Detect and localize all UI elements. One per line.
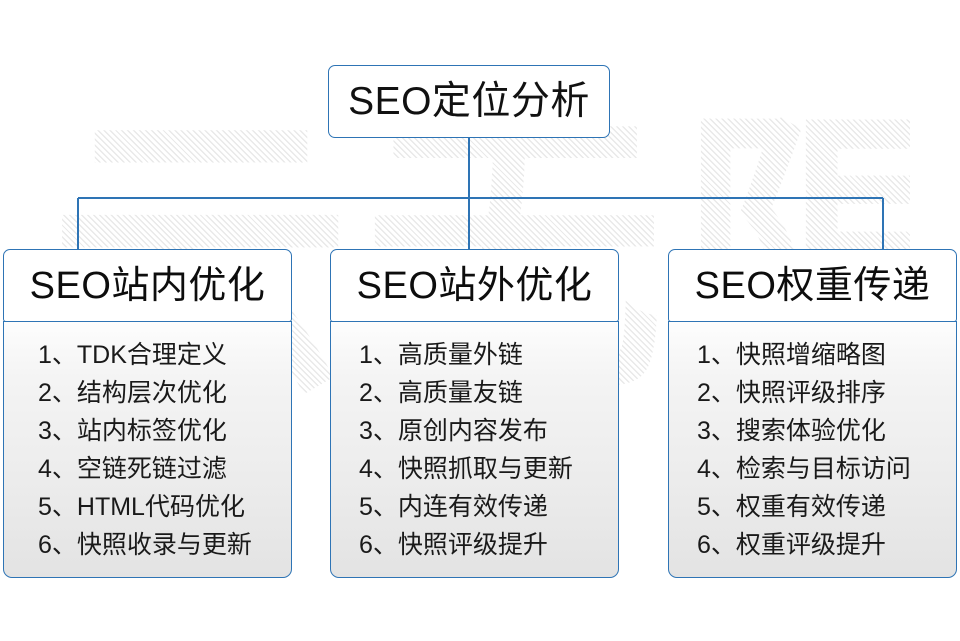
branch-header-3-title: SEO权重传递 [694, 264, 931, 307]
root-node[interactable]: SEO定位分析 [328, 65, 610, 138]
root-node-title: SEO定位分析 [348, 80, 590, 123]
branch-column-1: SEO站内优化 1、TDK合理定义 2、结构层次优化 3、站内标签优化 4、空链… [3, 249, 292, 578]
list-item: 5、权重有效传递 [697, 493, 886, 521]
list-item: 1、高质量外链 [359, 341, 523, 369]
list-item: 5、内连有效传递 [359, 493, 548, 521]
list-item: 6、权重评级提升 [697, 531, 886, 559]
list-item: 6、快照评级提升 [359, 531, 548, 559]
branch-header-1-title: SEO站内优化 [29, 264, 266, 307]
branch-header-2[interactable]: SEO站外优化 [330, 249, 619, 322]
list-item: 3、站内标签优化 [38, 417, 227, 445]
list-item: 4、快照抓取与更新 [359, 455, 573, 483]
list-item: 4、空链死链过滤 [38, 455, 227, 483]
list-item: 2、快照评级排序 [697, 379, 886, 407]
list-item: 1、快照增缩略图 [697, 341, 886, 369]
list-item: 6、快照收录与更新 [38, 531, 252, 559]
branch-header-1[interactable]: SEO站内优化 [3, 249, 292, 322]
list-item: 3、原创内容发布 [359, 417, 548, 445]
branch-header-2-title: SEO站外优化 [356, 264, 593, 307]
branch-body-2: 1、高质量外链 2、高质量友链 3、原创内容发布 4、快照抓取与更新 5、内连有… [330, 321, 619, 578]
list-item: 1、TDK合理定义 [38, 341, 227, 369]
list-item: 2、高质量友链 [359, 379, 523, 407]
branch-column-2: SEO站外优化 1、高质量外链 2、高质量友链 3、原创内容发布 4、快照抓取与… [330, 249, 619, 578]
branch-body-3: 1、快照增缩略图 2、快照评级排序 3、搜索体验优化 4、检索与目标访问 5、权… [668, 321, 957, 578]
branch-column-3: SEO权重传递 1、快照增缩略图 2、快照评级排序 3、搜索体验优化 4、检索与… [668, 249, 957, 578]
list-item: 2、结构层次优化 [38, 379, 227, 407]
list-item: 3、搜索体验优化 [697, 417, 886, 445]
list-item: 4、检索与目标访问 [697, 455, 911, 483]
list-item: 5、HTML代码优化 [38, 493, 245, 521]
branch-header-3[interactable]: SEO权重传递 [668, 249, 957, 322]
branch-body-1: 1、TDK合理定义 2、结构层次优化 3、站内标签优化 4、空链死链过滤 5、H… [3, 321, 292, 578]
